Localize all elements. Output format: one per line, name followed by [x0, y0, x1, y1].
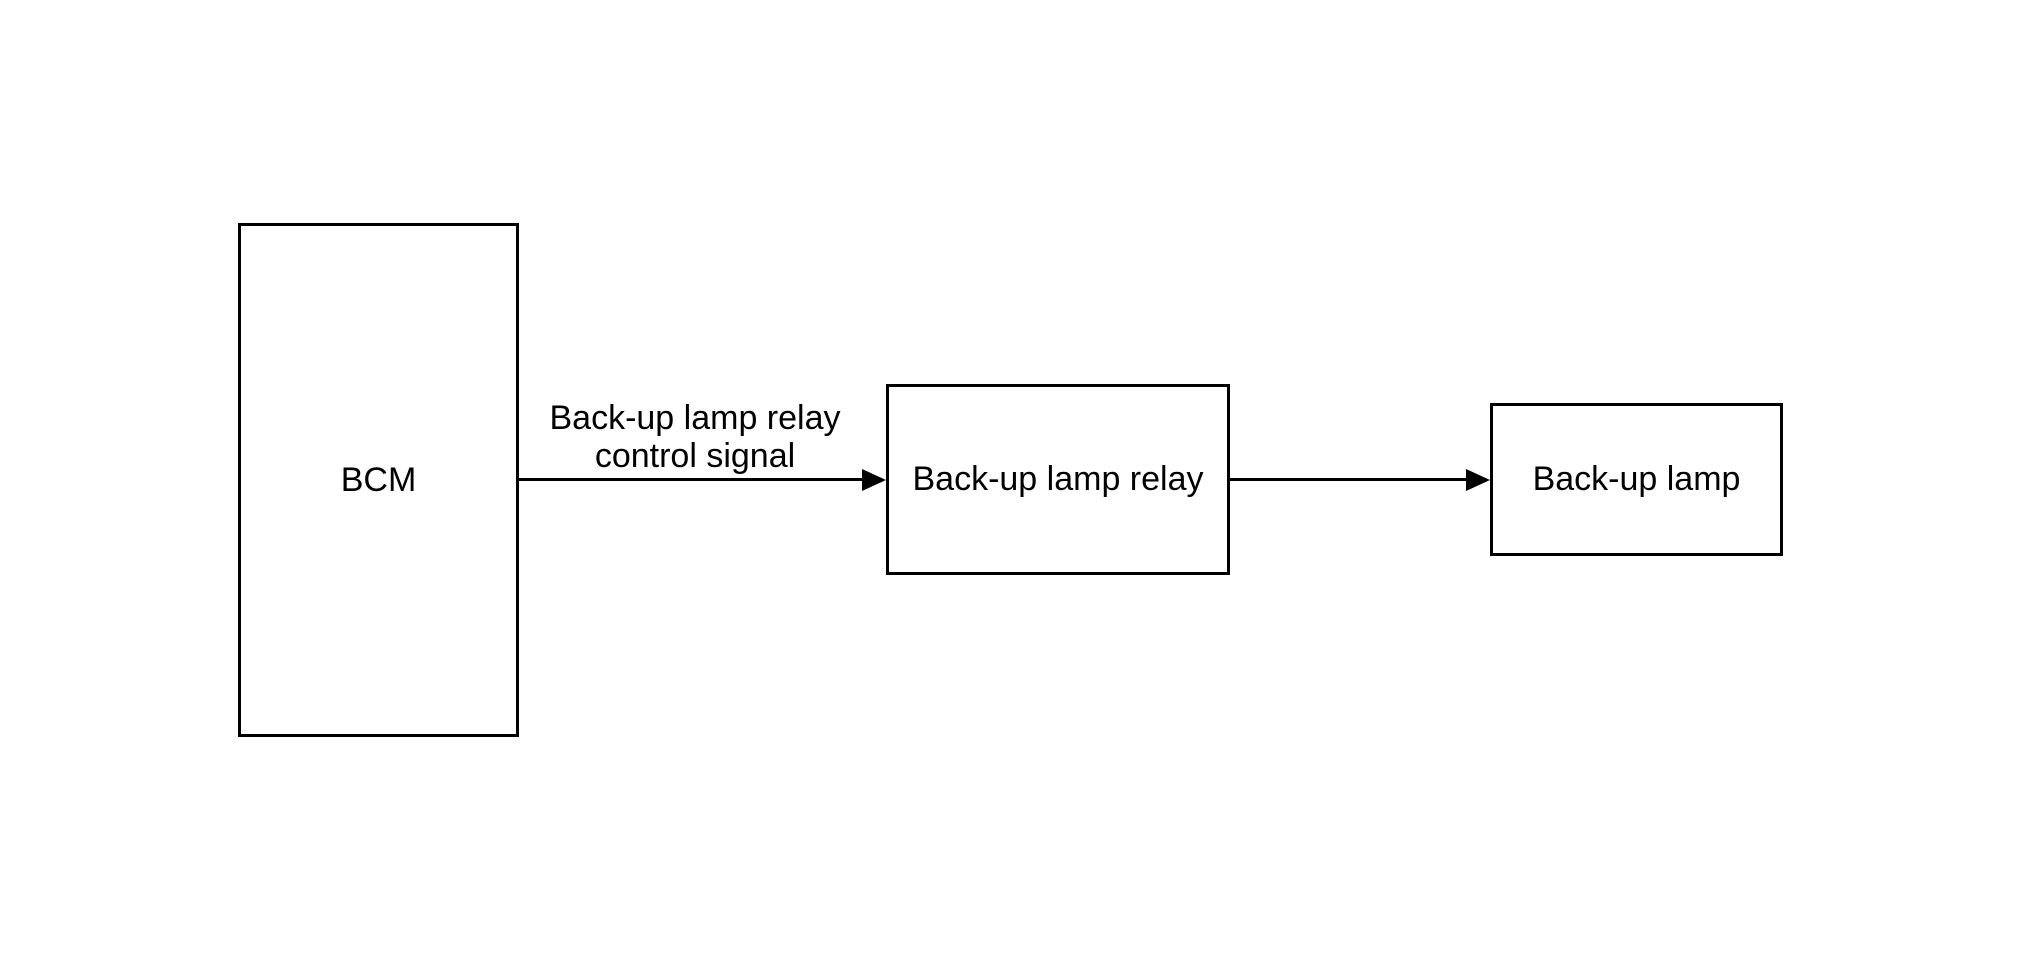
edge-label-line2: control signal [594, 437, 796, 475]
node-backup-lamp-relay-label: Back-up lamp relay [912, 460, 1204, 498]
edge-relay-to-lamp-arrowhead-icon [1466, 468, 1490, 491]
edge-relay-to-lamp-line [1230, 478, 1470, 481]
edge-label-line1: Back-up lamp relay [549, 399, 841, 437]
edge-bcm-to-relay-label: Back-up lamp relay control signal [485, 399, 905, 475]
edge-bcm-to-relay-line [519, 478, 866, 481]
node-bcm: BCM [238, 223, 519, 737]
node-backup-lamp-relay: Back-up lamp relay [886, 384, 1230, 575]
edge-bcm-to-relay-arrowhead-icon [862, 468, 886, 491]
node-backup-lamp: Back-up lamp [1490, 403, 1783, 556]
node-bcm-label: BCM [340, 460, 417, 499]
node-backup-lamp-label: Back-up lamp [1532, 460, 1741, 498]
